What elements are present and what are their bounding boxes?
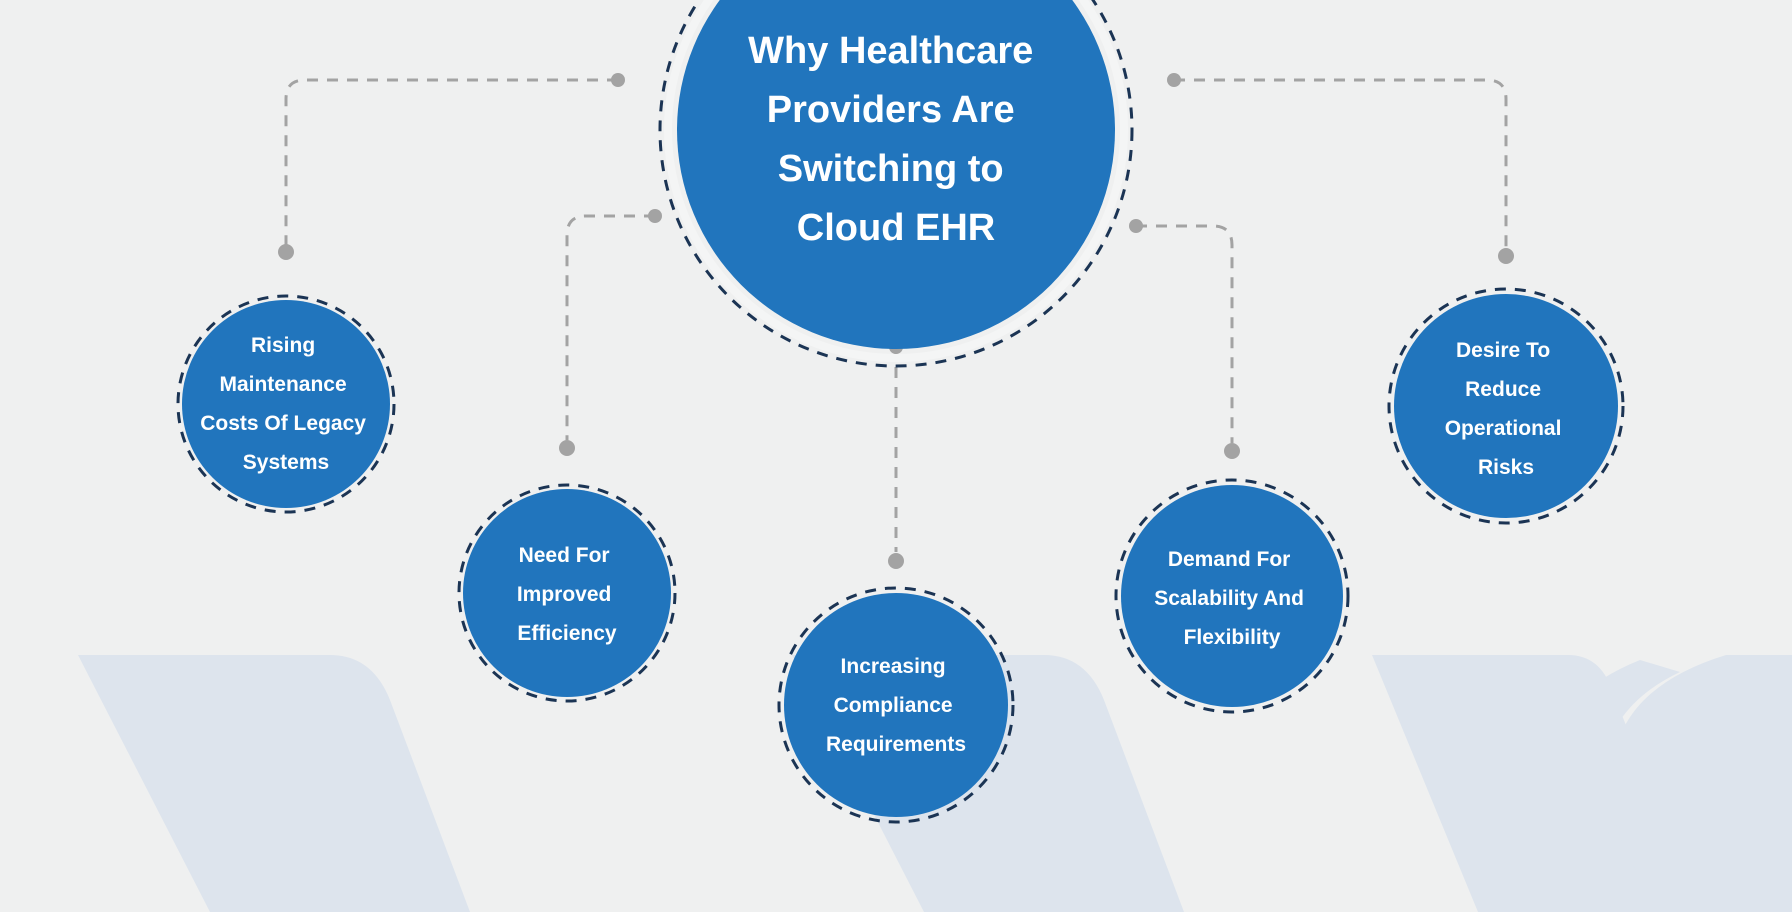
watermark-slash-left-1 — [78, 655, 470, 912]
connector-dot — [611, 73, 625, 87]
connector-demand-for-scalability-and-flexibility — [1129, 219, 1240, 459]
node-circle — [182, 300, 390, 508]
connector-dot — [278, 244, 294, 260]
connector-dot — [559, 440, 575, 456]
node-label: Increasing Compliance Requirements — [826, 655, 966, 756]
connector-dot — [648, 209, 662, 223]
node-label: Demand For Scalability And Flexibility — [1154, 548, 1310, 649]
connector-dot — [1498, 248, 1514, 264]
node-circle — [1394, 294, 1618, 518]
node-label: Rising Maintenance Costs Of Legacy Syste… — [200, 334, 372, 474]
node-label: Desire To Reduce Operational Risks — [1445, 339, 1568, 479]
connector-dot — [1167, 73, 1181, 87]
node-circle — [784, 593, 1008, 817]
center-node-dashed-ring — [658, 0, 1134, 368]
node-demand-for-scalability-and-flexibility[interactable]: Demand For Scalability And Flexibility — [1114, 478, 1350, 714]
node-increasing-compliance-requirements[interactable]: Increasing Compliance Requirements — [777, 586, 1015, 824]
connector-rising-maintenance-costs — [278, 73, 625, 260]
connector-dot — [888, 553, 904, 569]
node-dashed-ring — [1114, 478, 1350, 714]
center-node-circle — [677, 0, 1115, 349]
node-dashed-ring — [777, 586, 1015, 824]
connector-desire-to-reduce-operational-risks — [1167, 73, 1514, 264]
node-circle — [463, 489, 671, 697]
connector-need-for-improved-efficiency — [559, 209, 662, 456]
node-desire-to-reduce-operational-risks[interactable]: Desire To Reduce Operational Risks — [1387, 287, 1625, 525]
center-node-white-ring — [664, 0, 1128, 362]
node-need-for-improved-efficiency[interactable]: Need For Improved Efficiency — [457, 483, 677, 703]
center-node[interactable]: Why Healthcare Providers Are Switching t… — [658, 0, 1134, 368]
node-dashed-ring — [457, 483, 677, 703]
node-circle — [1121, 485, 1343, 707]
center-node-label: Why Healthcare Providers Are Switching t… — [748, 30, 1044, 249]
node-dashed-ring — [1387, 287, 1625, 525]
watermark-letter-g — [1540, 655, 1792, 912]
node-dashed-ring — [176, 294, 396, 514]
node-rising-maintenance-costs[interactable]: Rising Maintenance Costs Of Legacy Syste… — [176, 294, 396, 514]
node-label: Need For Improved Efficiency — [517, 544, 617, 645]
connector-dot — [1224, 443, 1240, 459]
connector-dot — [1129, 219, 1143, 233]
